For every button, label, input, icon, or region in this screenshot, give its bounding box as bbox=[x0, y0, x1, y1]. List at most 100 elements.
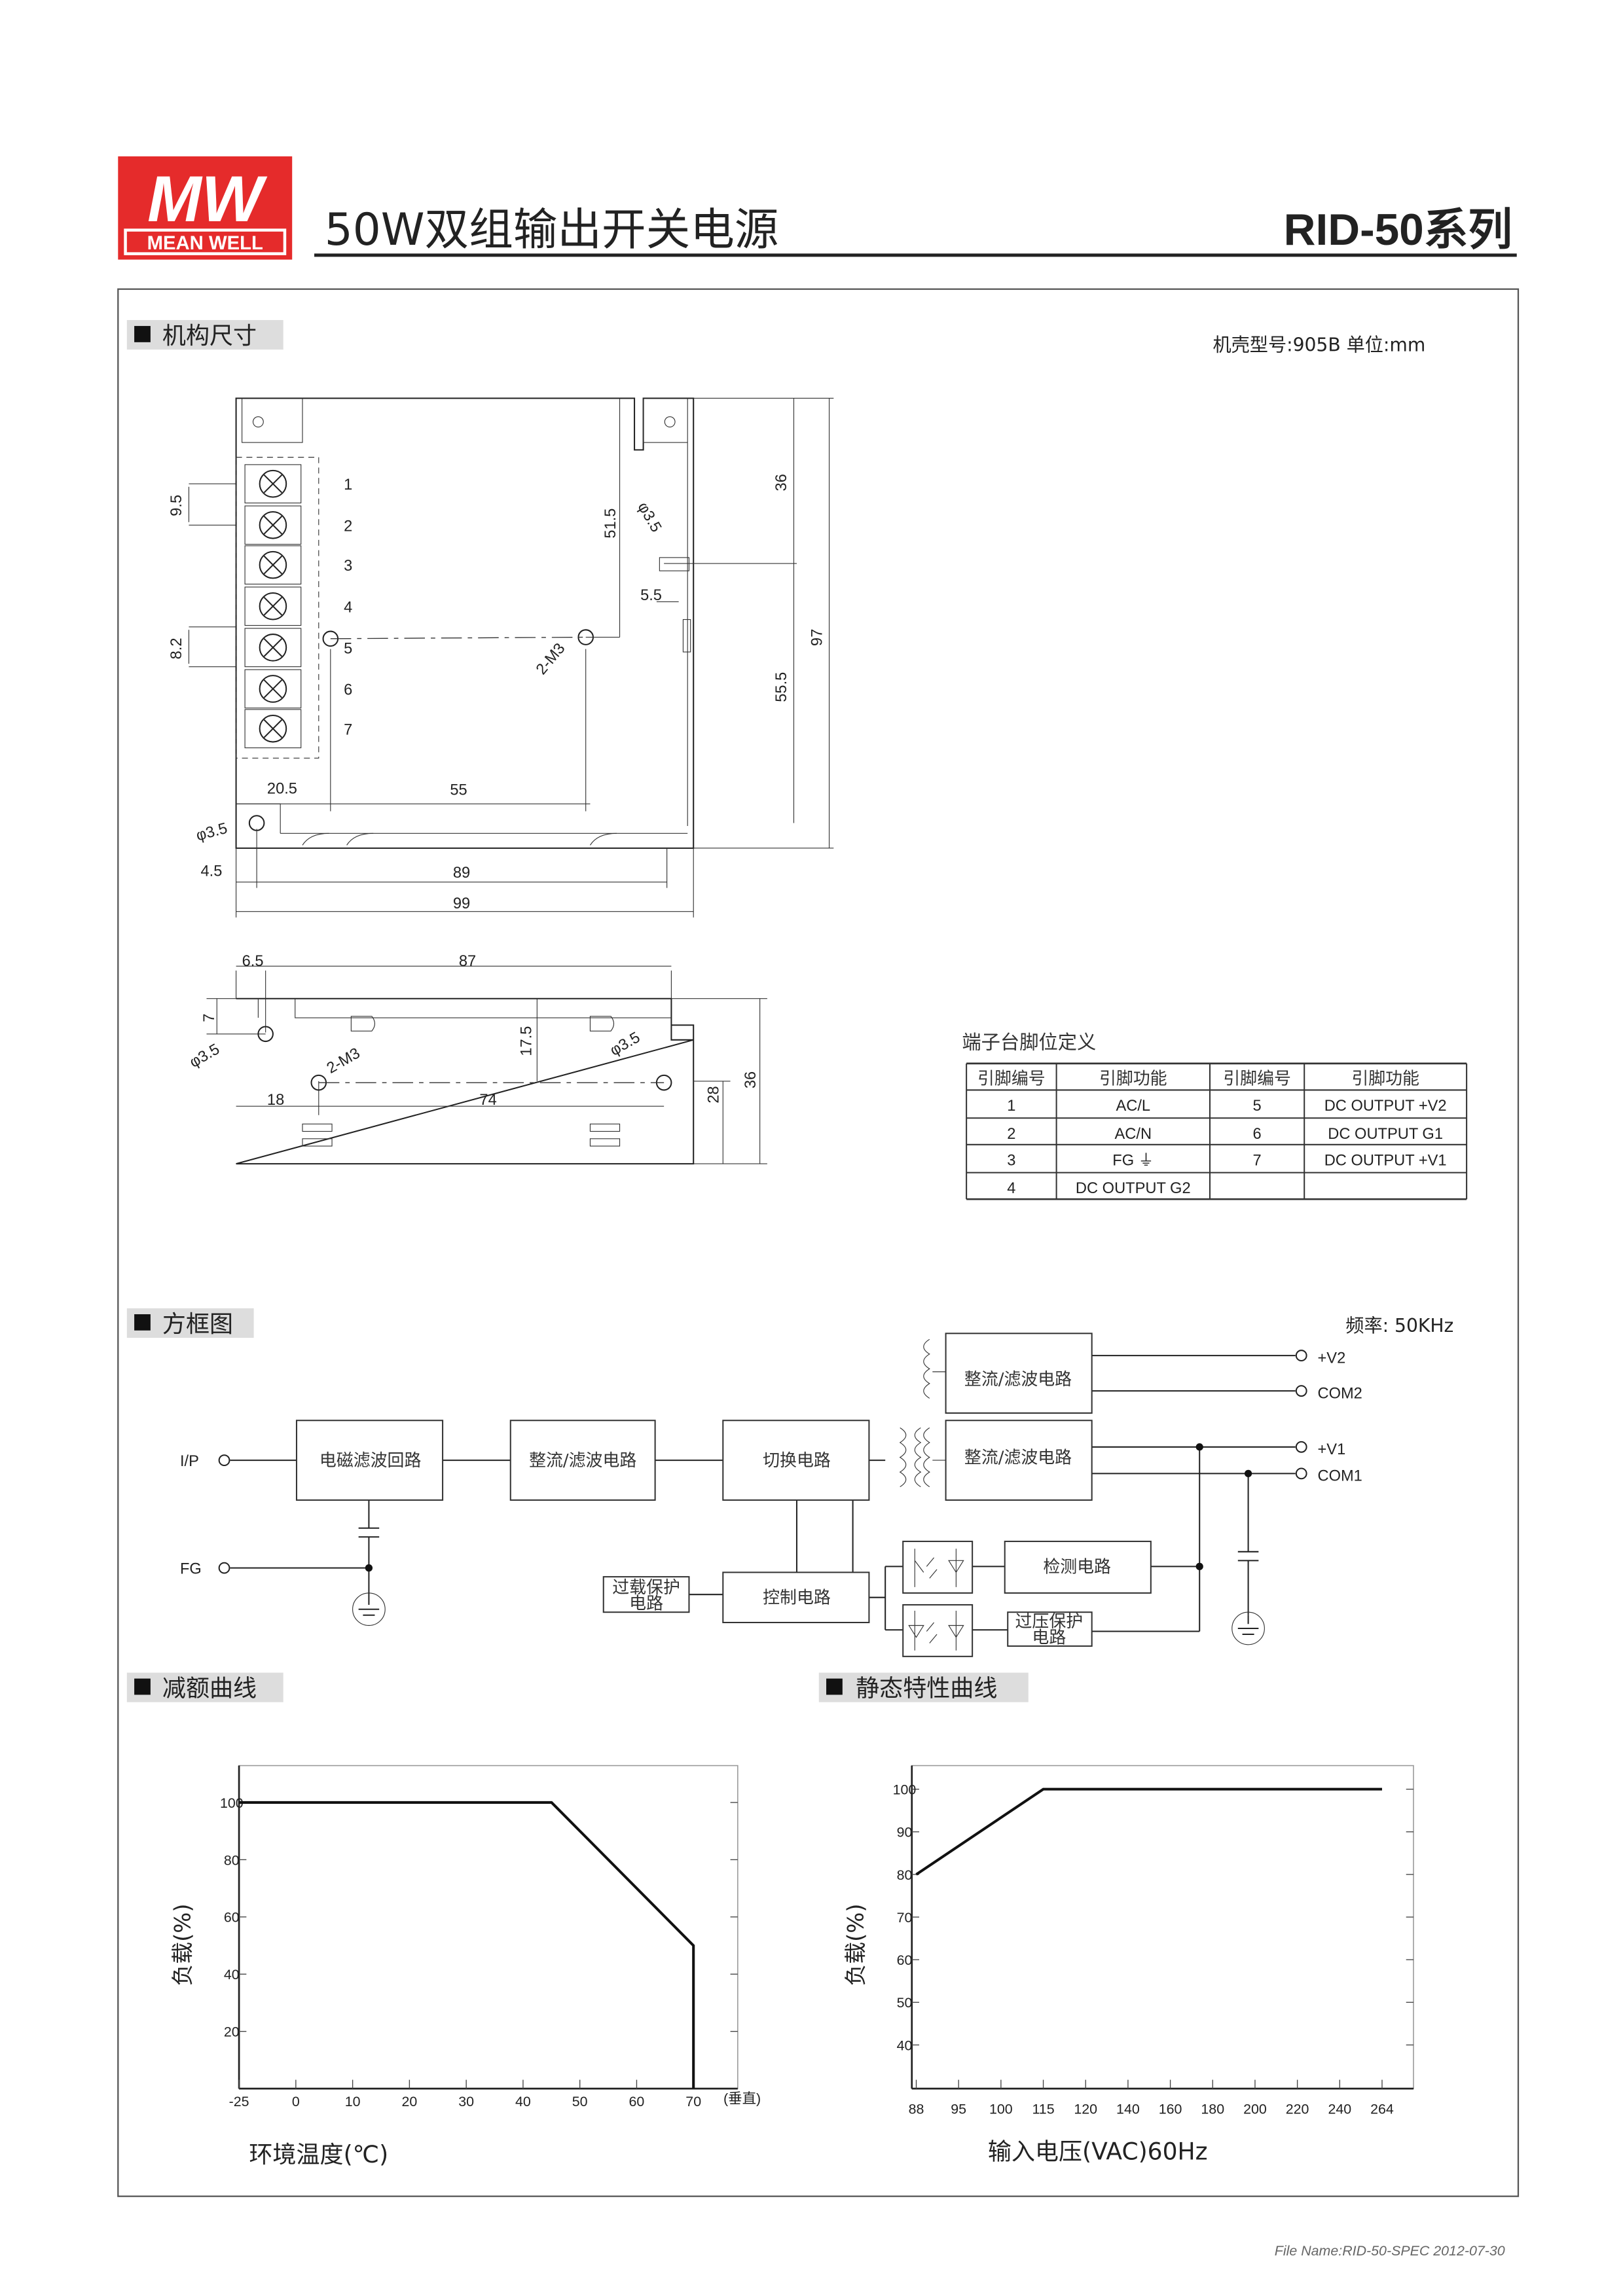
svg-text:28: 28 bbox=[706, 1086, 723, 1103]
section-header-derating: 减额曲线 bbox=[126, 1672, 283, 1702]
x-tick-label: 200 bbox=[1243, 2101, 1267, 2117]
y-tick-label: 100 bbox=[893, 1782, 917, 1798]
svg-text:方框图: 方框图 bbox=[162, 1310, 233, 1338]
svg-text:φ3.5: φ3.5 bbox=[187, 1041, 223, 1071]
rectifier-v1-block bbox=[945, 1420, 1093, 1501]
frequency-label: 频率: 50KHz bbox=[1345, 1315, 1453, 1336]
svg-text:FG: FG bbox=[180, 1561, 202, 1578]
terminal-number: 6 bbox=[344, 681, 352, 698]
x-tick-label: 70 bbox=[685, 2094, 701, 2109]
x-tick-label: 30 bbox=[458, 2094, 474, 2109]
svg-text:87: 87 bbox=[459, 953, 476, 970]
svg-text:20.5: 20.5 bbox=[267, 780, 297, 797]
pin-table-header: 引脚功能 bbox=[1351, 1069, 1419, 1088]
svg-text:55: 55 bbox=[450, 782, 467, 799]
block-diagram: 电磁滤波回路 整流/滤波电路 切换电路 整流/滤波电路 整流/滤波电路 检测电路… bbox=[180, 1333, 1362, 1657]
x-tick-label: 40 bbox=[515, 2094, 531, 2109]
olp-block bbox=[602, 1576, 690, 1613]
x-tick-label: 60 bbox=[629, 2094, 645, 2109]
svg-text:COM1: COM1 bbox=[1317, 1468, 1362, 1485]
x-axis-note: (垂直) bbox=[723, 2091, 761, 2107]
pin-table-cell: 5 bbox=[1253, 1098, 1262, 1115]
x-tick-label: 240 bbox=[1328, 2101, 1351, 2117]
svg-text:4.5: 4.5 bbox=[200, 863, 222, 880]
svg-text:电路: 电路 bbox=[629, 1594, 663, 1614]
svg-text:控制电路: 控制电路 bbox=[763, 1588, 831, 1608]
terminal-screw-icon bbox=[244, 669, 302, 709]
section-header-static: 静态特性曲线 bbox=[818, 1672, 1029, 1702]
svg-text:减额曲线: 减额曲线 bbox=[162, 1675, 257, 1702]
svg-text:静态特性曲线: 静态特性曲线 bbox=[856, 1675, 997, 1702]
logo-mark: MW bbox=[147, 163, 268, 236]
mean-well-logo: MW MEAN WELL bbox=[118, 156, 293, 260]
pin-table-header: 引脚编号 bbox=[977, 1069, 1046, 1088]
case-info: 机壳型号:905B 单位:mm bbox=[1213, 334, 1425, 355]
svg-text:5.5: 5.5 bbox=[640, 587, 662, 604]
x-tick-label: 88 bbox=[909, 2101, 924, 2117]
ground-icon bbox=[1231, 1611, 1265, 1645]
terminal-number: 1 bbox=[344, 476, 352, 493]
pin-table-cell: AC/L bbox=[1116, 1098, 1150, 1115]
logo-brand: MEAN WELL bbox=[147, 232, 263, 254]
pin-table-cell: FG ⏚ bbox=[1112, 1152, 1154, 1169]
terminal-number: 7 bbox=[344, 721, 352, 738]
rectifier-v2-block bbox=[945, 1333, 1093, 1414]
pin-table-title: 端子台脚位定义 bbox=[962, 1031, 1096, 1053]
terminal-screw-icon bbox=[244, 586, 302, 626]
y-tick-label: 80 bbox=[897, 1867, 913, 1883]
svg-text:8.2: 8.2 bbox=[168, 637, 185, 659]
svg-text:6.5: 6.5 bbox=[242, 953, 264, 970]
svg-text:机构尺寸: 机构尺寸 bbox=[162, 322, 257, 350]
x-tick-label: -25 bbox=[229, 2094, 249, 2109]
pin-table-cell: 7 bbox=[1253, 1152, 1262, 1169]
terminal-number: 5 bbox=[344, 640, 352, 657]
svg-text:2-M3: 2-M3 bbox=[324, 1045, 363, 1077]
svg-text:36: 36 bbox=[742, 1071, 759, 1088]
x-axis-label: 输入电压(VAC)60Hz bbox=[988, 2138, 1208, 2165]
pin-table-cell: 2 bbox=[1007, 1126, 1015, 1143]
terminal-screw-icon bbox=[244, 709, 302, 749]
x-tick-label: 50 bbox=[572, 2094, 588, 2109]
side-view-drawing: 6.5 87 7 φ3.5 2-M3 17.5 φ3.5 18 74 28 36 bbox=[187, 953, 767, 1165]
svg-text:检测电路: 检测电路 bbox=[1043, 1557, 1111, 1577]
y-tick-label: 80 bbox=[224, 1852, 240, 1868]
pin-table-cell: DC OUTPUT +V2 bbox=[1324, 1098, 1447, 1115]
svg-text:55.5: 55.5 bbox=[773, 672, 790, 702]
pin-table-cell: DC OUTPUT G2 bbox=[1076, 1180, 1191, 1197]
svg-text:+V2: +V2 bbox=[1317, 1350, 1345, 1367]
svg-text:过载保护: 过载保护 bbox=[612, 1578, 680, 1598]
svg-text:I/P: I/P bbox=[180, 1453, 199, 1470]
pin-table-header: 引脚功能 bbox=[1099, 1069, 1167, 1088]
pin-table-cell: 6 bbox=[1253, 1126, 1262, 1143]
y-tick-label: 50 bbox=[897, 1995, 913, 2011]
optocoupler-icon bbox=[902, 1604, 974, 1657]
x-tick-label: 160 bbox=[1159, 2101, 1182, 2117]
x-tick-label: 264 bbox=[1370, 2101, 1394, 2117]
y-tick-label: 60 bbox=[897, 1952, 913, 1968]
svg-text:18: 18 bbox=[267, 1092, 284, 1109]
y-tick-label: 60 bbox=[224, 1910, 240, 1926]
svg-text:36: 36 bbox=[773, 474, 790, 491]
x-axis-label: 环境温度(℃) bbox=[249, 2141, 388, 2168]
svg-text:7: 7 bbox=[201, 1014, 218, 1022]
section-header-mechanical: 机构尺寸 bbox=[126, 320, 283, 350]
pin-table-cell: 4 bbox=[1007, 1180, 1015, 1197]
switching-block bbox=[722, 1420, 870, 1501]
content-frame bbox=[117, 288, 1520, 2197]
ground-icon bbox=[352, 1592, 386, 1626]
svg-text:89: 89 bbox=[453, 865, 470, 882]
y-tick-label: 90 bbox=[897, 1825, 913, 1840]
svg-text:74: 74 bbox=[479, 1092, 496, 1109]
svg-text:+V1: +V1 bbox=[1317, 1441, 1345, 1458]
optocoupler-icon bbox=[902, 1541, 974, 1594]
svg-text:过压保护: 过压保护 bbox=[1015, 1612, 1084, 1632]
pin-table-cell: DC OUTPUT +V1 bbox=[1324, 1152, 1447, 1169]
svg-text:COM2: COM2 bbox=[1317, 1385, 1362, 1402]
terminal-screw-icon bbox=[244, 464, 302, 504]
y-tick-label: 40 bbox=[897, 2037, 913, 2053]
svg-text:电磁滤波回路: 电磁滤波回路 bbox=[319, 1451, 422, 1471]
y-axis-label: 负载(%) bbox=[170, 1903, 196, 1986]
x-tick-label: 10 bbox=[345, 2094, 361, 2109]
